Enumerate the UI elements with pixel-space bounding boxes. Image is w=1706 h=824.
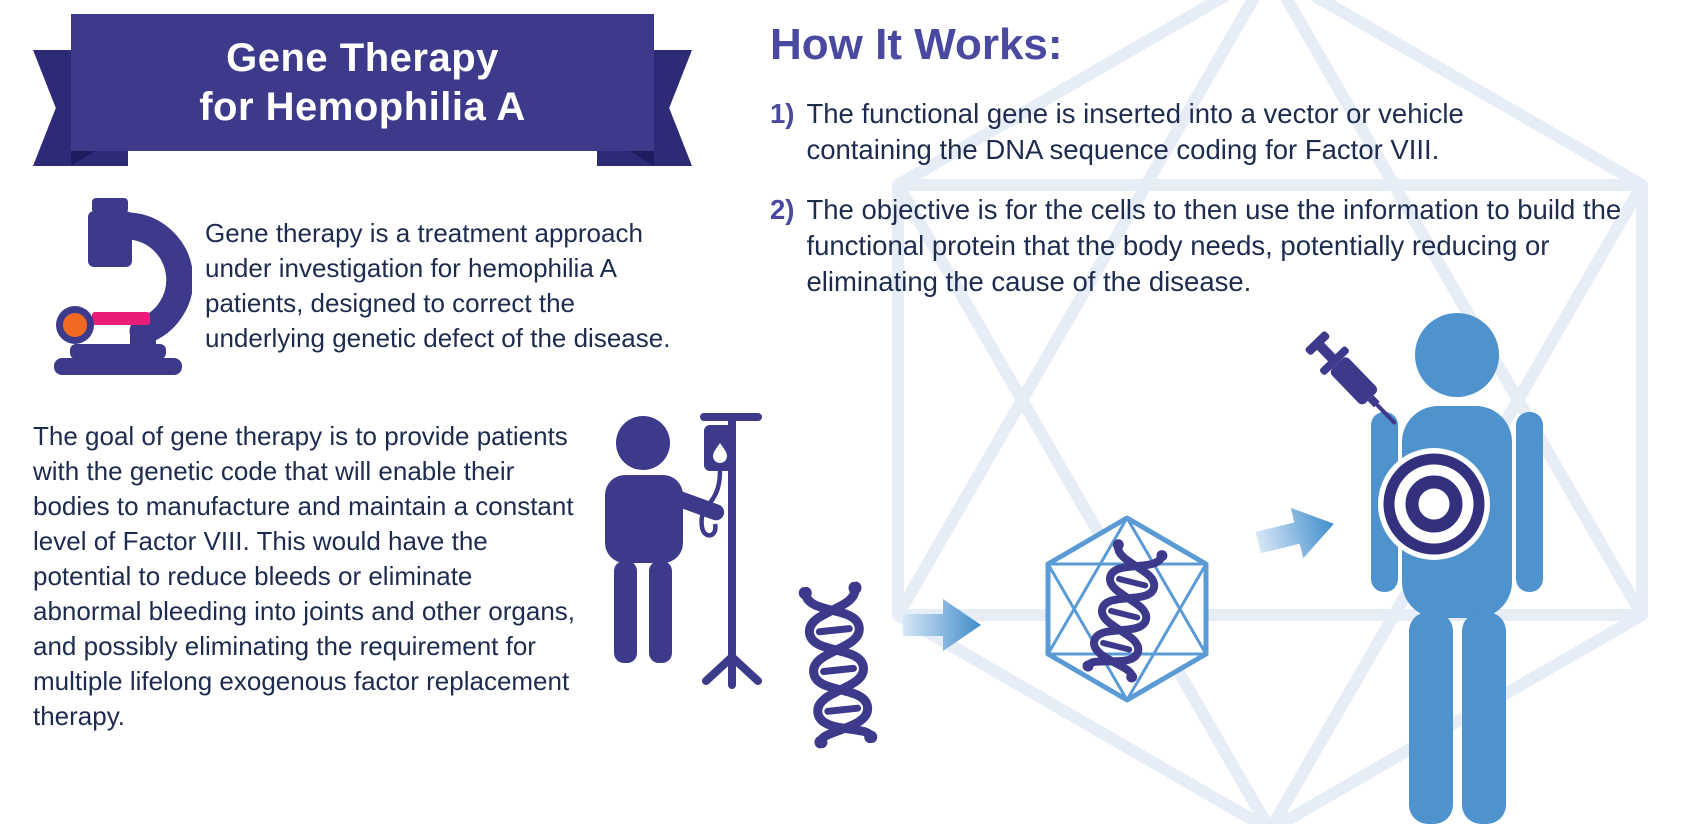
title-ribbon: Gene Therapy for Hemophilia A xyxy=(33,14,692,166)
page-title-line2: for Hemophilia A xyxy=(199,84,526,129)
microscope-icon xyxy=(54,198,192,375)
step-2: 2) The objective is for the cells to the… xyxy=(770,192,1650,300)
ribbon-fold-left xyxy=(71,151,95,166)
target-icon xyxy=(1378,448,1490,560)
step-1: 1) The functional gene is inserted into … xyxy=(770,96,1570,168)
iv-drip-patient-icon xyxy=(605,413,762,689)
page-title: Gene Therapy for Hemophilia A xyxy=(199,34,526,132)
step-2-text: The objective is for the cells to then u… xyxy=(806,194,1622,297)
arrow-right-icon xyxy=(1255,507,1334,559)
goal-paragraph: The goal of gene therapy is to provide p… xyxy=(33,421,576,731)
arrow-right-icon xyxy=(903,599,981,651)
ribbon-fold-right xyxy=(630,151,654,166)
virus-capsid-icon xyxy=(1045,515,1209,703)
capsid-dna-icon xyxy=(1082,539,1168,683)
step-1-number: 1) xyxy=(770,98,795,129)
patient-figure-icon xyxy=(1371,313,1543,824)
intro-paragraph: Gene therapy is a treatment approach und… xyxy=(205,218,671,353)
dna-icon xyxy=(798,581,878,749)
syringe-icon xyxy=(1305,331,1397,425)
page-title-line1: Gene Therapy xyxy=(226,35,499,80)
how-it-works-heading: How It Works: xyxy=(770,20,1063,69)
ribbon-band: Gene Therapy for Hemophilia A xyxy=(71,14,654,151)
step-1-text: The functional gene is inserted into a v… xyxy=(806,98,1464,165)
step-2-number: 2) xyxy=(770,194,795,225)
